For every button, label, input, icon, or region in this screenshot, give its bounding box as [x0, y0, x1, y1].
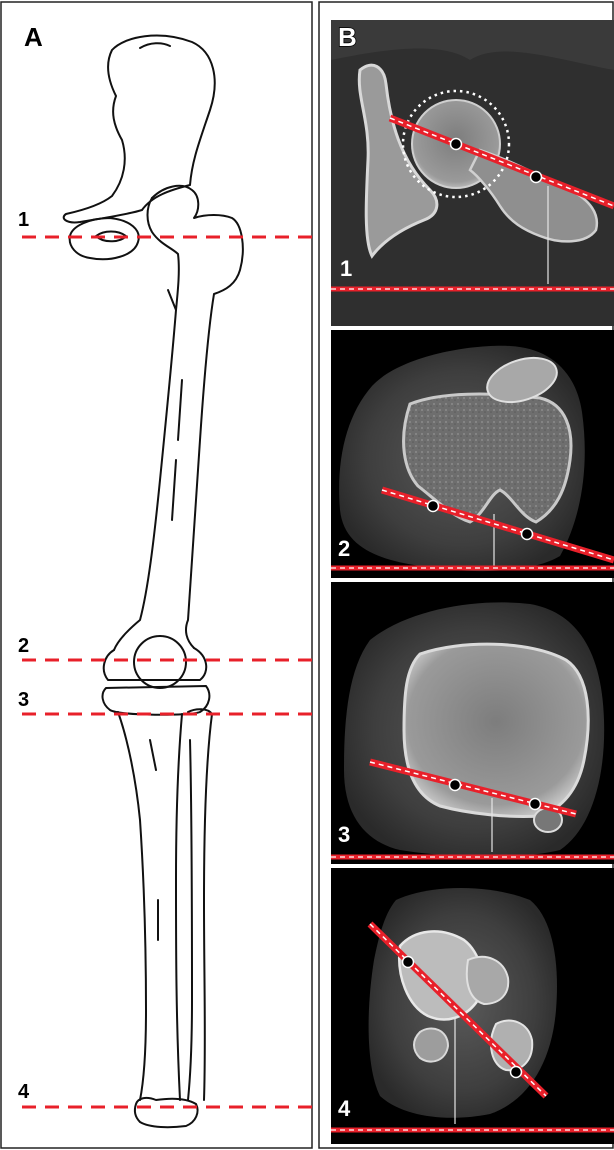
ct-slice-2-point-b: [522, 529, 533, 540]
ct-slice-2-level-label: 2: [338, 536, 350, 561]
panel-a: A: [1, 2, 312, 1148]
ct-slice-1-point-b: [531, 172, 542, 183]
medial-malleolus-ct: [414, 1028, 448, 1061]
ct-slice-1-level-label: 1: [340, 256, 352, 281]
ct-slice-2-point-a: [428, 501, 439, 512]
ct-slice-3-point-a: [450, 780, 461, 791]
level-label-a-2: 2: [18, 635, 29, 657]
ct-slice-3-level-label: 3: [338, 822, 350, 847]
panel-b-label: B: [338, 22, 357, 52]
ct-slice-4-point-a: [403, 957, 414, 968]
ct-slice-3: 3: [331, 582, 614, 864]
level-label-a-4: 4: [18, 1081, 30, 1103]
panel-a-frame: [1, 2, 312, 1148]
ct-slice-4-point-b: [511, 1067, 522, 1078]
ct-slice-1: 1: [331, 20, 614, 326]
ct-slice-2: 2: [331, 330, 614, 578]
level-label-a-3: 3: [18, 689, 29, 711]
panel-a-label: A: [24, 22, 43, 52]
ct-slice-1-point-a: [451, 139, 462, 150]
ct-slice-4: 4: [331, 868, 614, 1144]
panel-b: 1 B 2: [319, 2, 614, 1148]
ct-slice-3-point-b: [530, 799, 541, 810]
ct-slice-4-level-label: 4: [338, 1096, 351, 1121]
level-label-a-1: 1: [18, 209, 29, 231]
panel-b-label-group: B: [338, 22, 357, 52]
